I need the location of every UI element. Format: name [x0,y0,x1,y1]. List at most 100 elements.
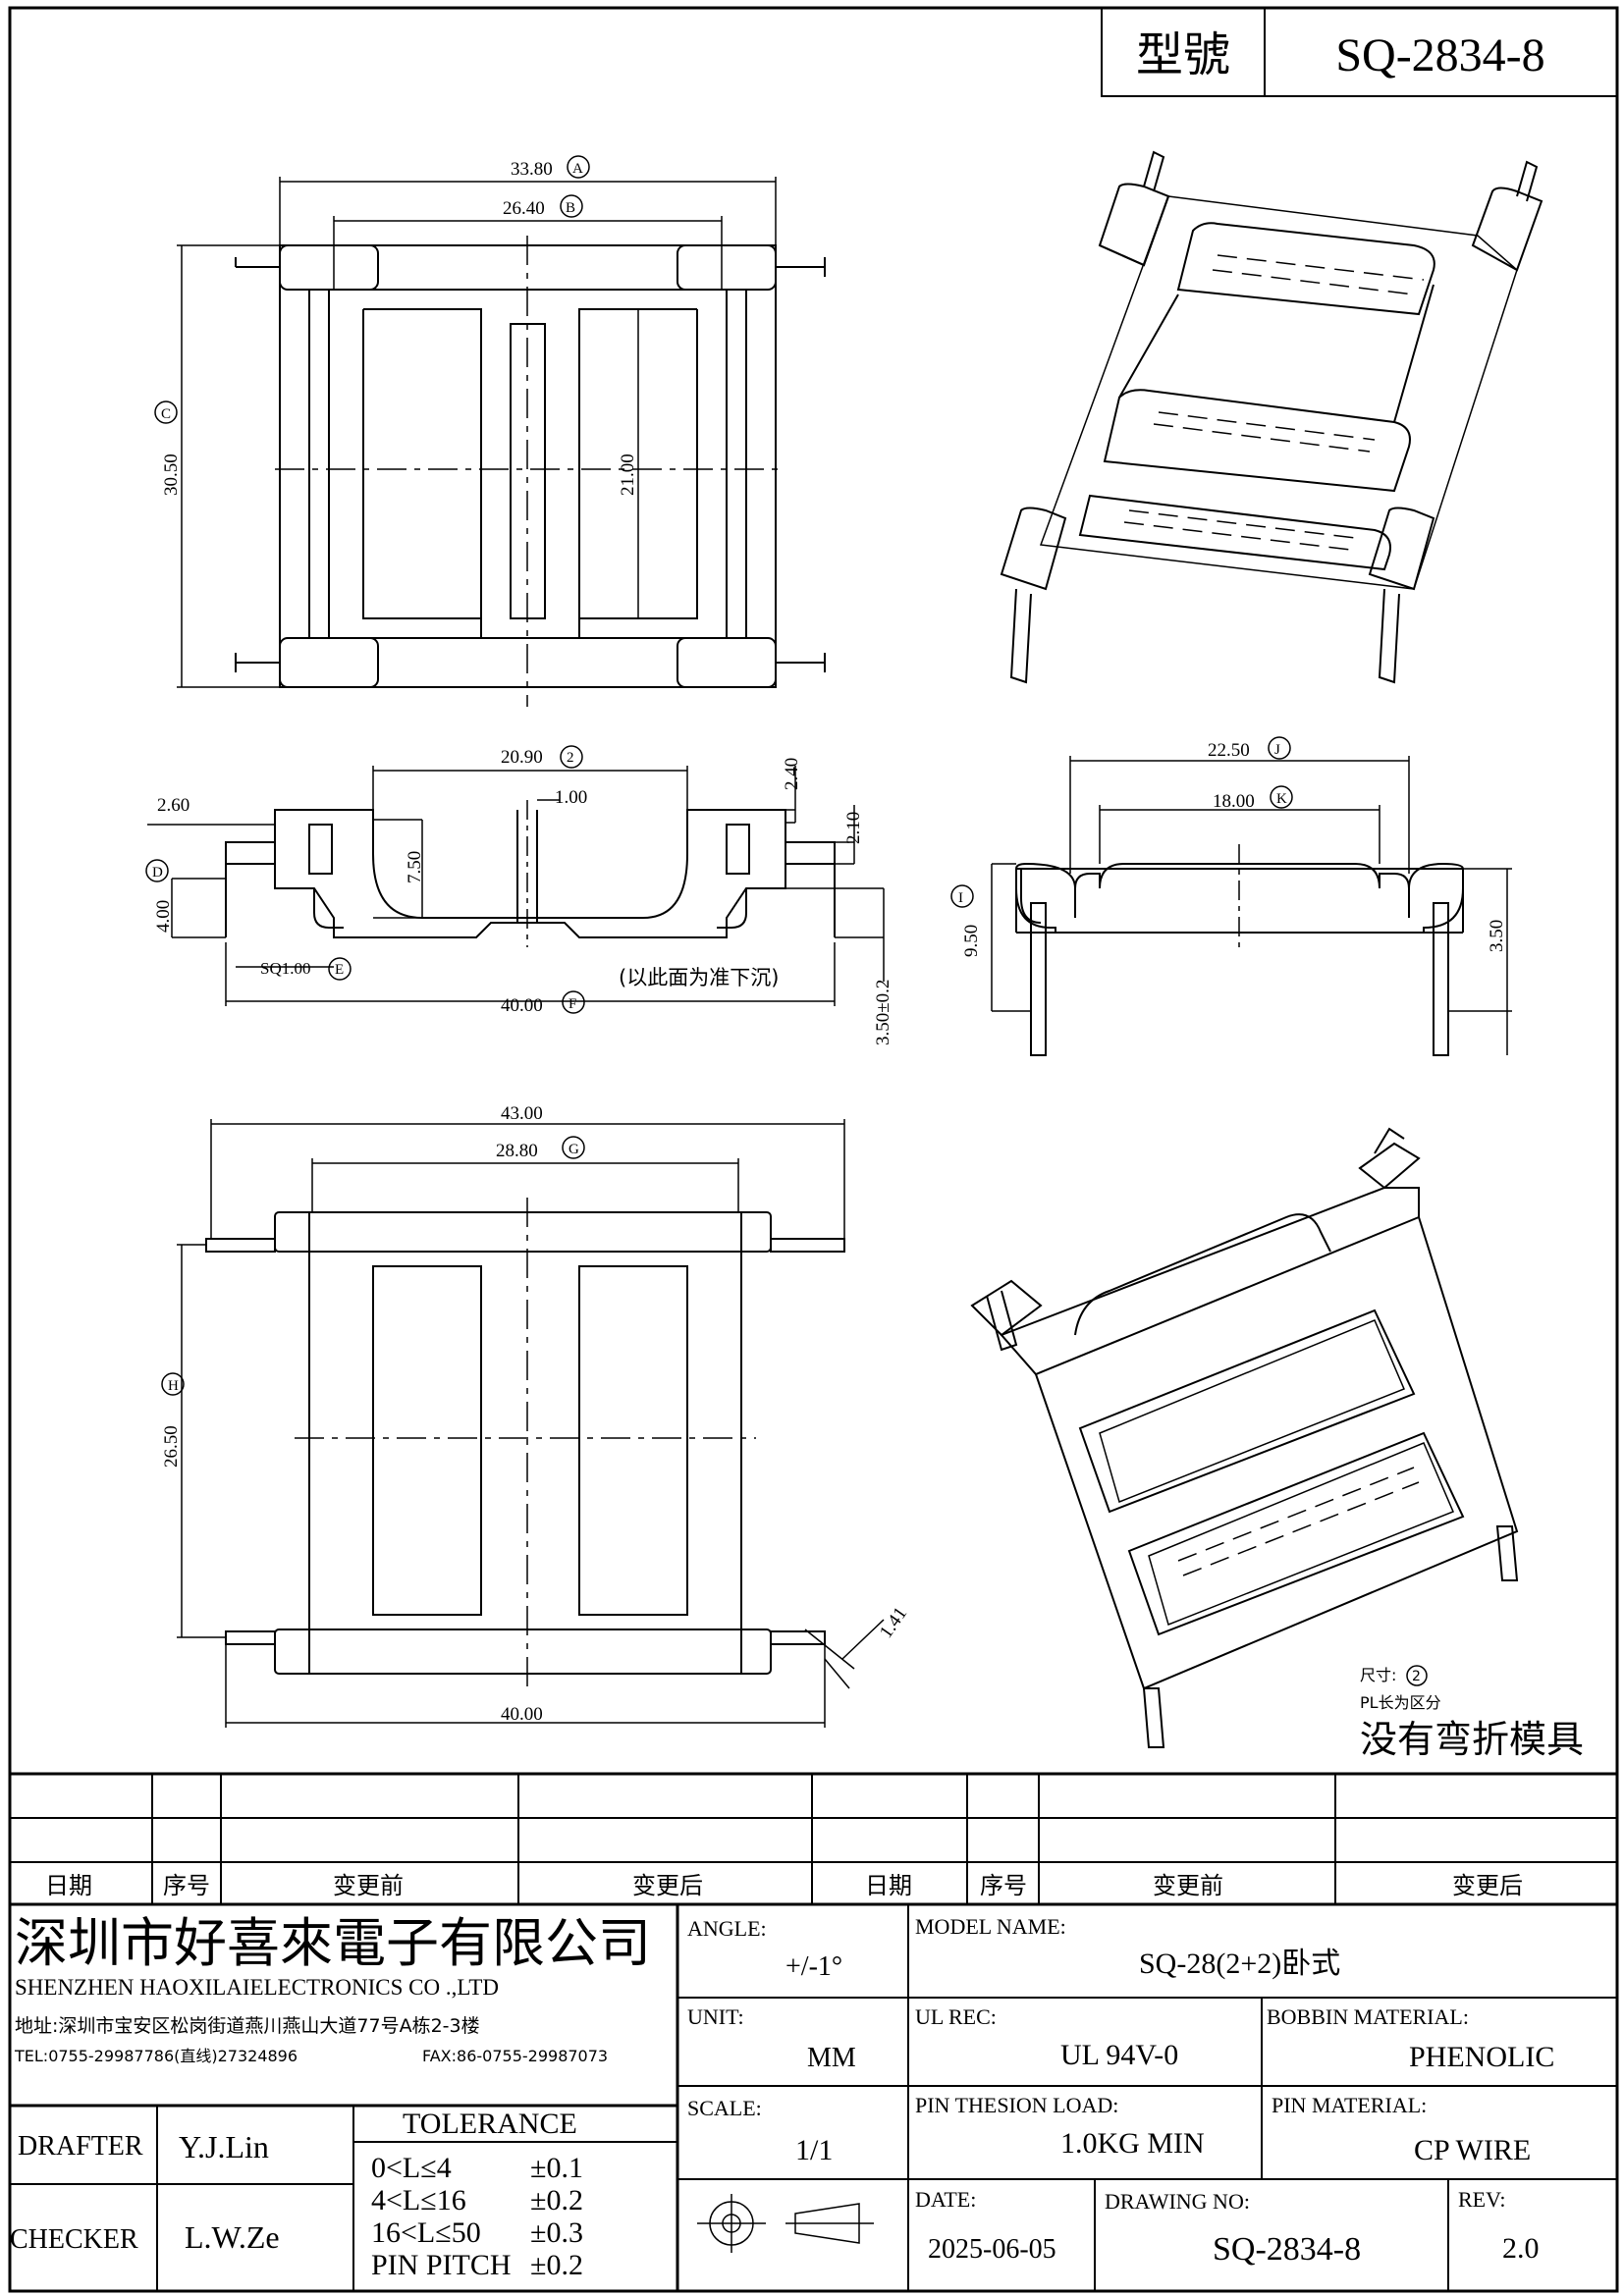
rev-header-after-2: 变更后 [1452,1872,1523,1899]
dim-c: 30.50 [161,454,182,496]
no-bend-note: 没有弯折模具 [1360,1718,1584,1761]
rev-header-seq-2: 序号 [980,1872,1027,1899]
dim-f: 40.00 [501,995,543,1016]
bottom-view-dims [161,1119,885,1728]
angle-label: ANGLE: [687,1916,767,1941]
type-label: 型號 [1136,27,1230,82]
rev-header-before-2: 变更前 [1153,1872,1223,1899]
tol-range-4: PIN PITCH [371,2249,512,2281]
tol-value-1: ±0.1 [530,2152,583,2184]
dim-c-tag: C [161,406,171,422]
end-view [1015,844,1464,1056]
rev-value: 2.0 [1502,2232,1540,2265]
side-view-dims [145,745,885,1014]
dim-k: 18.00 [1213,791,1255,812]
date-label: DATE: [915,2187,976,2212]
end-view-dims [950,736,1512,1055]
size-note: 尺寸: [1360,1666,1396,1684]
pl-note: PL长为区分 [1360,1693,1441,1712]
scale-label: SCALE: [687,2096,762,2120]
bobbin-value: PHENOLIC [1409,2041,1554,2073]
checker-value: L.W.Ze [185,2219,280,2255]
model-code: SQ-2834-8 [1335,29,1544,81]
tolerance-title: TOLERANCE [403,2108,577,2140]
drawing-no-value: SQ-2834-8 [1213,2231,1361,2268]
rev-header-date-2: 日期 [865,1872,912,1899]
tol-value-2: ±0.2 [530,2184,583,2216]
dim-j-tag: J [1274,742,1280,758]
dim-i: 9.50 [961,925,982,957]
pin-mat-value: CP WIRE [1414,2134,1531,2166]
pin-load-value: 1.0KG MIN [1060,2127,1205,2160]
dim-2: 20.90 [501,747,543,768]
tol-range-1: 0<L≤4 [371,2152,452,2184]
dim-g-tag: G [568,1142,579,1157]
notes: 尺寸: 2 PL长为区分 没有弯折模具 [1360,1665,1584,1761]
pin-mat-label: PIN MATERIAL: [1272,2093,1427,2117]
dim-e: SQ1.00 [260,959,310,978]
projection-symbol-icon [697,2194,874,2253]
dim-260: 2.60 [157,795,189,816]
ul-label: UL REC: [915,2004,997,2029]
unit-value: MM [807,2043,856,2073]
scale-value: 1/1 [795,2134,833,2166]
dim-j: 22.50 [1208,740,1250,761]
dim-210: 2.10 [843,812,864,844]
drafter-value: Y.J.Lin [179,2129,269,2164]
unit-label: UNIT: [687,2004,744,2029]
dim-750: 7.50 [405,851,425,883]
title-block-grid [10,1904,1617,2291]
company-address: 地址:深圳市宝安区松岗街道燕川燕山大道77号A栋2-3楼 [15,2015,480,2037]
dim-i-tag: I [958,890,963,906]
rev-label: REV: [1458,2187,1505,2212]
top-view [235,236,826,707]
dim-b: 26.40 [503,198,545,219]
dim-240: 2.40 [782,758,802,790]
sheet-border [8,6,1619,2293]
drafter-label: DRAFTER [18,2131,143,2162]
tol-value-4: ±0.2 [530,2249,583,2281]
model-header: 型號 SQ-2834-8 [1101,7,1618,97]
model-name-label: MODEL NAME: [915,1914,1066,1939]
dim-40: 40.00 [501,1704,543,1725]
rev-header-after-1: 变更后 [632,1872,703,1899]
dim-d-tag: D [152,865,163,881]
dim-141: 1.41 [876,1604,911,1642]
bobbin-label: BOBBIN MATERIAL: [1267,2004,1469,2029]
dim-d: 4.00 [153,900,174,933]
tol-range-3: 16<L≤50 [371,2216,481,2249]
model-name-value: SQ-28(2+2)卧式 [1139,1948,1340,1980]
bottom-view [205,1198,845,1688]
company-name-cn: 深圳市好喜來電子有限公司 [15,1914,651,1973]
dim-a-tag: A [572,161,583,177]
dim-b-tag: B [566,200,575,216]
dim-43: 43.00 [501,1103,543,1124]
company-name-en: SHENZHEN HAOXILAIELECTRONICS CO .,LTD [15,1975,499,2000]
dim-f-tag: F [568,996,576,1012]
checker-label: CHECKER [10,2224,138,2255]
dim-a: 33.80 [511,159,553,180]
side-view [225,800,836,947]
angle-value: +/-1° [785,1951,842,1982]
iso-view-top [1000,150,1543,684]
company-fax: FAX:86-0755-29987073 [422,2047,608,2065]
dim-h-tag: H [168,1378,179,1394]
pin-load-label: PIN THESION LOAD: [915,2093,1118,2117]
revision-table [10,1772,1617,1906]
dim-sink: 3.50±0.2 [873,980,893,1045]
rev-header-before-1: 变更前 [333,1872,404,1899]
side-note: (以此面为准下沉) [619,966,779,989]
dim-k-tag: K [1276,791,1287,807]
drawing-no-label: DRAWING NO: [1105,2189,1250,2214]
tol-range-2: 4<L≤16 [371,2184,466,2216]
top-view-dims [154,155,777,688]
ul-value: UL 94V-0 [1060,2039,1178,2071]
rev-header-seq-1: 序号 [163,1872,210,1899]
dim-h: 26.50 [161,1425,182,1468]
size-note-tag: 2 [1412,1669,1421,1684]
dim-100: 1.00 [555,787,587,808]
company-tel: TEL:0755-29987786(直线)27324896 [14,2047,298,2065]
dim-g: 28.80 [496,1141,538,1161]
date-value: 2025-06-05 [928,2234,1056,2265]
